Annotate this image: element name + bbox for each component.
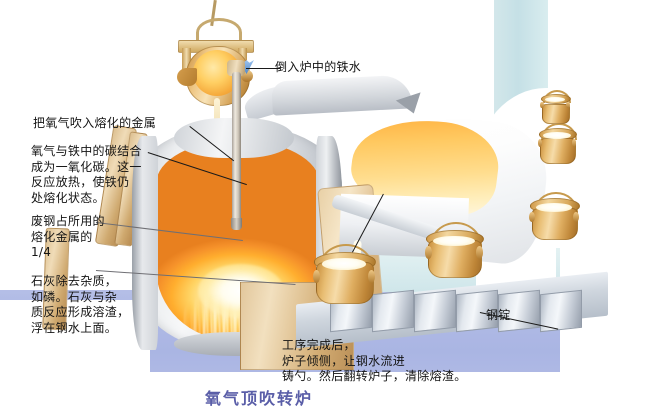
teeming-ladle xyxy=(529,191,580,241)
teeming-ladle xyxy=(537,122,578,165)
ingot-mould xyxy=(414,289,456,333)
ingot-mould xyxy=(372,289,414,333)
ladle-molten-steel xyxy=(544,96,566,103)
ladle-lug-right xyxy=(368,269,376,284)
crane-hook-icon xyxy=(196,18,242,47)
ladle-lug-left xyxy=(312,269,320,284)
ladle-lug-right xyxy=(571,138,577,148)
label-scrap: 废钢占所用的 熔化金属的 1/4 xyxy=(31,214,105,259)
oxygen-lance-head xyxy=(227,60,245,76)
ladle-body xyxy=(540,138,576,165)
label-blow-oxygen: 把氧气吹入熔化的金属 xyxy=(33,116,157,130)
ladle-lug-left xyxy=(540,102,544,109)
converter-rim-left xyxy=(132,136,158,350)
leader-line-pour-iron xyxy=(246,68,280,69)
label-pour-iron: 倒入炉中的铁水 xyxy=(275,60,362,74)
label-ingot: 钢锭 xyxy=(486,308,511,322)
teeming-ladle xyxy=(540,90,572,125)
ladle-body xyxy=(542,104,570,125)
ladle-body xyxy=(428,240,482,279)
ladle-lug-left xyxy=(537,138,543,148)
ladle-molten-steel xyxy=(433,235,475,247)
label-tap: 工序完成后， 炉子倾侧，让钢水流进 铸勺。然后翻转炉子，清除熔渣。 xyxy=(282,338,467,383)
floor-left-mask xyxy=(0,300,150,380)
ladle-body xyxy=(532,208,578,241)
ladle-lug-left xyxy=(529,211,536,222)
ladle-lug-right xyxy=(476,246,484,259)
oxygen-lance xyxy=(232,72,241,224)
label-lime: 石灰除去杂质， 如磷。石灰与杂 质反应形成溶渣， 浮在钢水上面。 xyxy=(31,274,130,335)
charging-ladle-spout xyxy=(177,68,197,86)
ladle-lug-right xyxy=(572,211,579,222)
floor-bottom-mask xyxy=(0,372,646,418)
crane-post-left xyxy=(182,48,191,74)
charging-ladle xyxy=(177,46,253,106)
fume-duct xyxy=(271,74,413,116)
ladle-lug-left xyxy=(424,246,432,259)
ladle-molten-steel xyxy=(321,258,367,270)
ladle-molten-steel xyxy=(543,131,571,139)
teeming-ladle xyxy=(424,222,485,279)
teeming-ladle xyxy=(312,243,377,304)
ladle-molten-steel xyxy=(536,202,572,212)
oxygen-lance-tip xyxy=(231,218,242,230)
label-reaction: 氧气与铁中的碳结合 成为一氧化碳。这一 反应放热，使铁仍 处熔化状态。 xyxy=(31,144,142,205)
molten-iron-stream xyxy=(214,98,220,132)
ladle-lug-right xyxy=(566,102,570,109)
figure-title: 氧气顶吹转炉 xyxy=(205,389,314,408)
